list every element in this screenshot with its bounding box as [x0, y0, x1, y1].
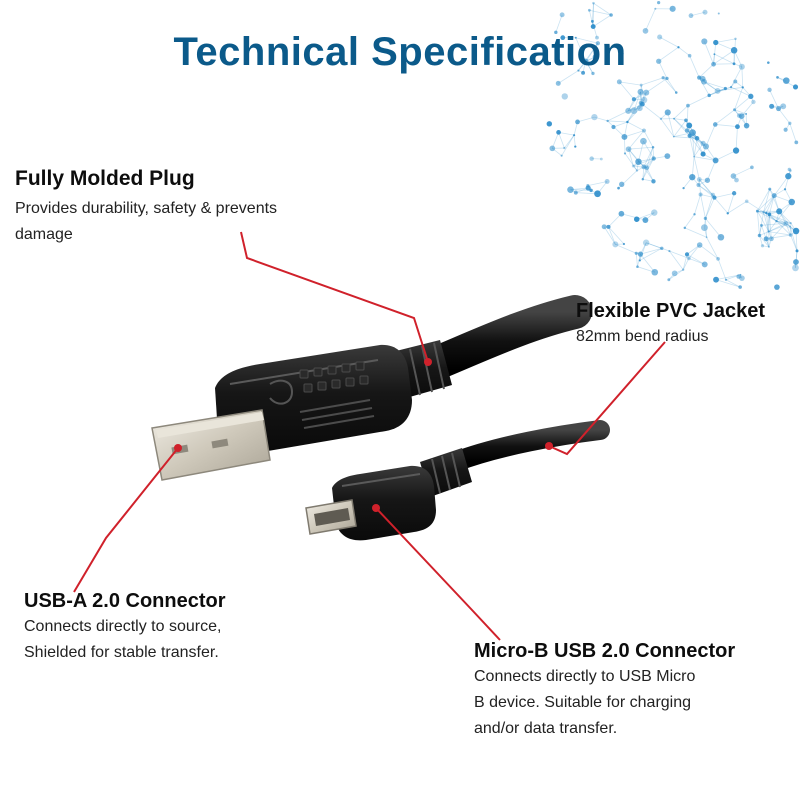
usba-metal-plug	[151, 409, 271, 481]
callout-line: B device. Suitable for charging	[474, 694, 692, 711]
callout-line-usb-a	[73, 447, 179, 593]
callout-line: Provides durability, safety & prevents	[15, 200, 278, 217]
callout-pvc-jacket: Flexible PVC Jacket 82mm bend radius	[576, 298, 798, 350]
callout-heading: Micro-B USB 2.0 Connector	[474, 640, 736, 662]
cable-micro	[445, 420, 610, 472]
callout-line: damage	[15, 226, 73, 243]
page-title: Technical Specification	[173, 30, 627, 74]
callout-heading: USB-A 2.0 Connector	[24, 590, 226, 612]
callout-text: Provides durability, safety & prevents d…	[15, 196, 325, 248]
callout-dot-usb-a	[174, 444, 182, 452]
network-dots	[546, 1, 800, 290]
callout-line-pvc-jacket	[548, 341, 666, 456]
microb-metal-tip	[305, 499, 357, 535]
microb-housing	[332, 465, 436, 541]
callout-dot-micro-b	[372, 504, 380, 512]
callout-text: 82mm bend radius	[576, 324, 798, 350]
callout-line: Connects directly to source,	[24, 618, 222, 635]
callout-heading: Fully Molded Plug	[15, 167, 195, 190]
callout-line: 82mm bend radius	[576, 328, 709, 345]
callout-text: Connects directly to source, Shielded fo…	[24, 614, 294, 666]
callout-text: Connects directly to USB Micro B device.…	[474, 664, 794, 742]
callout-line: Shielded for stable transfer.	[24, 644, 219, 661]
callout-dot-molded-plug	[424, 358, 432, 366]
callout-usb-a: USB-A 2.0 Connector Connects directly to…	[24, 588, 294, 666]
callout-micro-b: Micro-B USB 2.0 Connector Connects direc…	[474, 638, 794, 742]
callout-molded-plug: Fully Molded Plug Provides durability, s…	[15, 166, 325, 248]
callout-line: Connects directly to USB Micro	[474, 668, 696, 685]
callout-heading: Flexible PVC Jacket	[576, 300, 765, 322]
callout-dot-pvc-jacket	[545, 442, 553, 450]
callout-line: and/or data transfer.	[474, 720, 618, 737]
callout-line-molded-plug	[240, 231, 429, 363]
callout-line-micro-b	[375, 507, 501, 641]
